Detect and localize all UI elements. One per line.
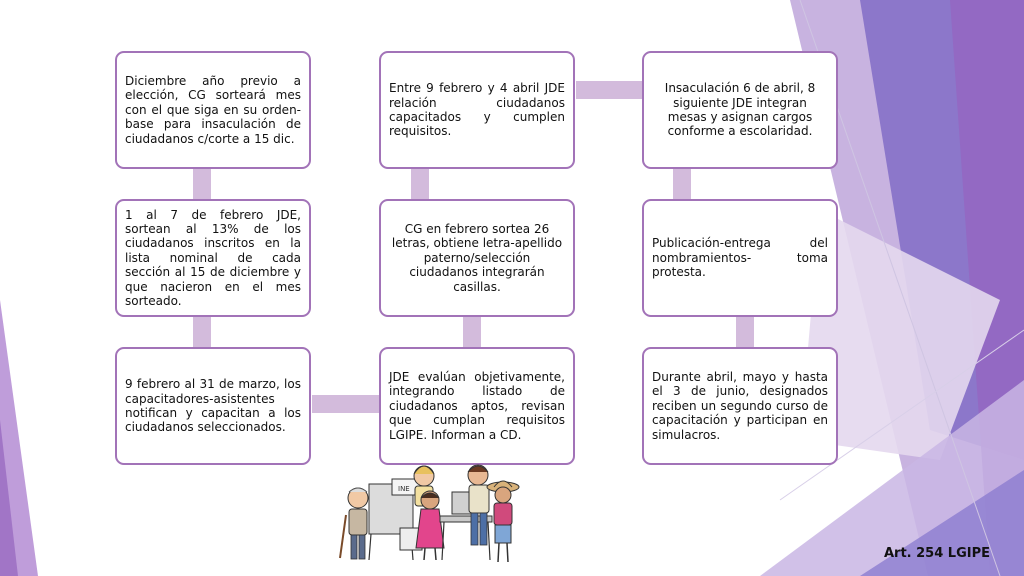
- connector-s7-s8: [673, 168, 691, 200]
- connector-s6-s7: [576, 81, 644, 99]
- step-node-9: Durante abril, mayo y hasta el 3 de juni…: [642, 347, 838, 465]
- connector-s1-s2: [193, 168, 211, 200]
- connector-s4-s5: [463, 316, 481, 348]
- step-text-6: Entre 9 febrero y 4 abril JDE relación c…: [389, 81, 565, 139]
- connector-s2-s3: [193, 316, 211, 348]
- right-thin-line-2: [779, 329, 1024, 501]
- step-node-5: CG en febrero sortea 26 letras, obtiene …: [379, 199, 575, 317]
- step-text-4: JDE evalúan objetivamente, integrando li…: [389, 369, 565, 442]
- step-text-1: Diciembre año previo a elección, CG sort…: [125, 73, 301, 146]
- step-text-3: 9 febrero al 31 de marzo, los capacitado…: [125, 377, 301, 435]
- connector-s5-s6: [411, 168, 429, 200]
- step-node-2: 1 al 7 de febrero JDE, sortean al 13% de…: [115, 199, 311, 317]
- bottom-blue-triangle: [860, 470, 1024, 576]
- step-node-8: Publicación-entrega del nombramientos- t…: [642, 199, 838, 317]
- step-node-7: Insaculación 6 de abril, 8 siguiente JDE…: [642, 51, 838, 169]
- connector-s8-s9: [736, 316, 754, 348]
- step-node-1: Diciembre año previo a elección, CG sort…: [115, 51, 311, 169]
- step-text-5: CG en febrero sortea 26 letras, obtiene …: [391, 221, 563, 294]
- step-text-2: 1 al 7 de febrero JDE, sortean al 13% de…: [125, 207, 301, 309]
- step-text-8: Publicación-entrega del nombramientos- t…: [652, 236, 828, 280]
- article-reference: Art. 254 LGIPE: [883, 546, 990, 561]
- step-text-9: Durante abril, mayo y hasta el 3 de juni…: [652, 369, 828, 442]
- step-text-7: Insaculación 6 de abril, 8 siguiente JDE…: [664, 81, 816, 139]
- right-light-wedge: [800, 210, 1000, 460]
- connector-s3-s4: [312, 395, 380, 413]
- left-violet-sliver: [0, 420, 18, 576]
- step-node-6: Entre 9 febrero y 4 abril JDE relación c…: [379, 51, 575, 169]
- step-node-3: 9 febrero al 31 de marzo, los capacitado…: [115, 347, 311, 465]
- step-node-4: JDE evalúan objetivamente, integrando li…: [379, 347, 575, 465]
